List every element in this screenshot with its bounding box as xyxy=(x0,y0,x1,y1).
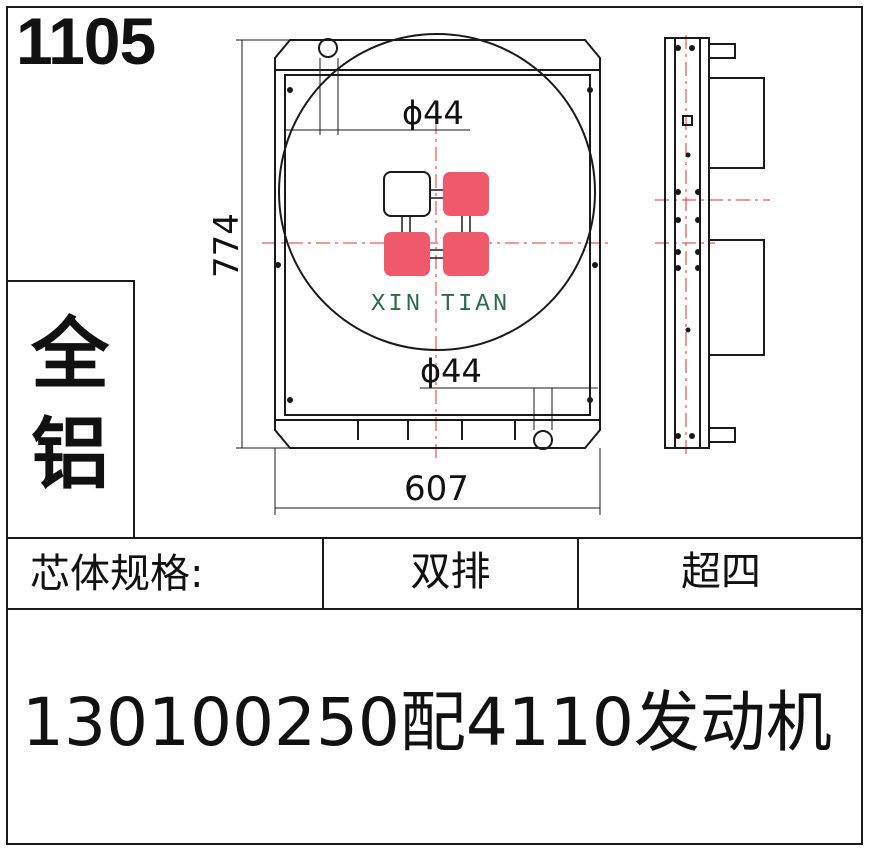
xintian-logo xyxy=(383,171,489,276)
divider-col-1 xyxy=(322,537,324,610)
dim-width: 607 xyxy=(404,469,469,509)
core-rows-value: 双排 xyxy=(410,549,491,595)
logo-square-bottom-right xyxy=(443,232,489,276)
divider-top xyxy=(6,537,863,539)
material-char-2: 铝 xyxy=(30,410,109,500)
logo-square-bottom-left xyxy=(384,232,430,276)
material-char-1: 全 xyxy=(30,310,109,400)
divider-col-2 xyxy=(577,537,579,610)
core-grade-value: 超四 xyxy=(681,549,761,595)
dim-bottom-hole: ϕ44 xyxy=(420,352,482,390)
core-spec-label: 芯体规格: xyxy=(30,551,204,597)
divider-bottom xyxy=(6,608,863,610)
dim-height: 774 xyxy=(207,213,247,278)
dim-top-hole: ϕ44 xyxy=(402,94,464,132)
front-view xyxy=(274,33,601,450)
dimension-lines xyxy=(236,39,601,515)
bolt-holes xyxy=(275,87,598,403)
side-view xyxy=(664,37,765,449)
material-box xyxy=(6,280,135,539)
drawing-frame xyxy=(6,6,863,845)
logo-square-top-right xyxy=(443,172,489,216)
watermark-text: XIN TIAN xyxy=(371,291,510,318)
model-number: 1105 xyxy=(16,4,156,78)
logo-square-outline xyxy=(383,171,431,217)
part-description: 130100250配4110发动机 xyxy=(22,684,832,761)
